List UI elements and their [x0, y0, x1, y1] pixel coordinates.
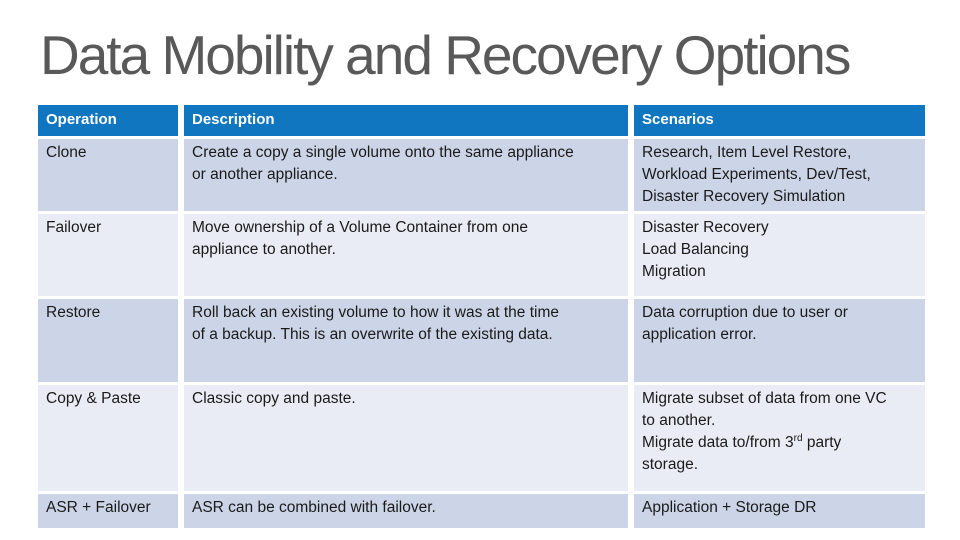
column-header-scenarios: Scenarios	[634, 105, 925, 139]
cell-operation: Restore	[38, 299, 184, 385]
cell-description: Roll back an existing volume to how it w…	[184, 299, 634, 385]
cell-scenarios: Research, Item Level Restore, Workload E…	[634, 139, 925, 214]
table-row-restore: Restore Roll back an existing volume to …	[38, 299, 925, 385]
options-table: Operation Description Scenarios Clone Cr…	[38, 105, 925, 528]
header-row: Operation Description Scenarios	[38, 105, 925, 139]
options-table-container: Operation Description Scenarios Clone Cr…	[38, 105, 925, 528]
table-row-clone: Clone Create a copy a single volume onto…	[38, 139, 925, 214]
cell-description: Create a copy a single volume onto the s…	[184, 139, 634, 214]
cell-description: ASR can be combined with failover.	[184, 494, 634, 528]
cell-operation: Failover	[38, 214, 184, 299]
page-title: Data Mobility and Recovery Options	[40, 24, 851, 86]
table-row-asr-failover: ASR + Failover ASR can be combined with …	[38, 494, 925, 528]
column-header-description: Description	[184, 105, 634, 139]
cell-description: Move ownership of a Volume Container fro…	[184, 214, 634, 299]
scenarios-text-before-sup: Migrate subset of data from one VC to an…	[642, 390, 887, 451]
cell-operation: Copy & Paste	[38, 385, 184, 494]
ordinal-superscript: rd	[793, 432, 803, 444]
scenarios-text-after-sup: party storage.	[642, 434, 842, 473]
table-row-copy-paste: Copy & Paste Classic copy and paste. Mig…	[38, 385, 925, 494]
cell-scenarios: Migrate subset of data from one VC to an…	[634, 385, 925, 494]
cell-scenarios: Data corruption due to user or applicati…	[634, 299, 925, 385]
cell-description: Classic copy and paste.	[184, 385, 634, 494]
cell-operation: ASR + Failover	[38, 494, 184, 528]
cell-scenarios: Application + Storage DR	[634, 494, 925, 528]
table-row-failover: Failover Move ownership of a Volume Cont…	[38, 214, 925, 299]
column-header-operation: Operation	[38, 105, 184, 139]
cell-operation: Clone	[38, 139, 184, 214]
cell-scenarios: Disaster Recovery Load Balancing Migrati…	[634, 214, 925, 299]
